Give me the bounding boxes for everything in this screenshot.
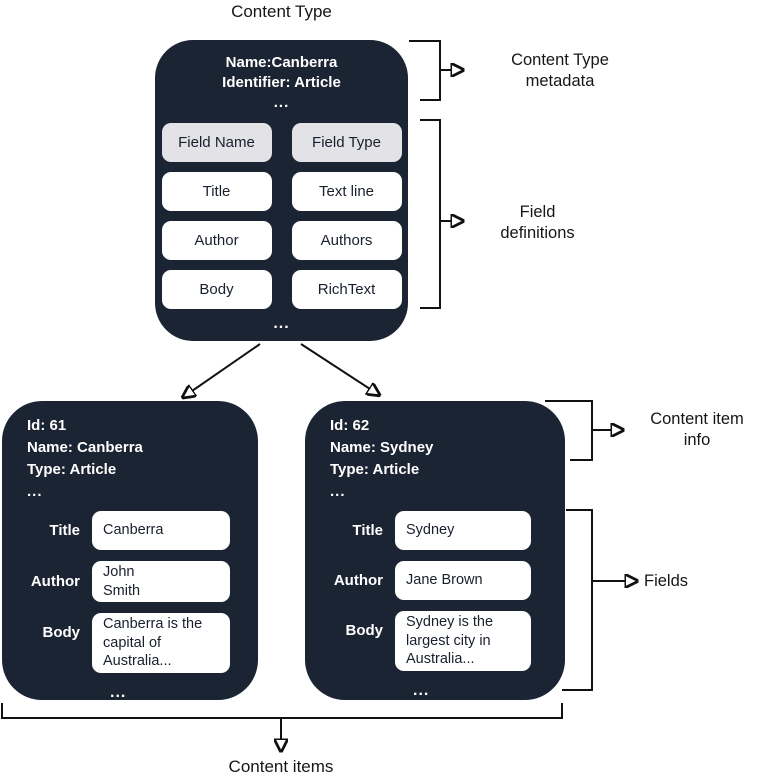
item-fields-ellipsis: ...: [110, 683, 127, 701]
field-row-title: Title Canberra: [2, 511, 258, 550]
field-name-header-pill: Field Name: [161, 123, 272, 162]
field-value-pill: Jane Brown: [395, 561, 531, 600]
field-value-pill: John Smith: [92, 561, 230, 603]
field-pill-body: Body: [161, 270, 272, 309]
item-info-ellipsis: ...: [27, 483, 43, 500]
meta-line-name: Name:Canberra: [225, 54, 338, 71]
content-type-ellipsis: ...: [273, 315, 290, 332]
field-label: Body: [345, 622, 384, 639]
field-pill-richtext: RichText: [291, 270, 402, 309]
item-info-1: Id: 61 Name: Canberra Type: Article ...: [2, 401, 258, 503]
field-label: Title: [352, 522, 383, 539]
annotation-content-item-info: Content item info: [612, 409, 773, 451]
field-row-title: Title Sydney: [305, 511, 565, 550]
meta-ellipsis: ...: [273, 94, 290, 111]
field-pill-title: Title: [161, 172, 272, 211]
field-label: Title: [49, 522, 80, 539]
field-pill-author: Author: [161, 221, 272, 260]
annotation-line: Content Type: [511, 51, 609, 69]
annotation-field-definitions: Field definitions: [455, 202, 620, 244]
field-row-author: Author John Smith: [2, 561, 258, 603]
field-row-body: Body Canberra is the capital of Australi…: [2, 613, 258, 673]
field-label: Body: [42, 624, 81, 642]
content-type-card: Name:Canberra Identifier: Article ... Fi…: [155, 40, 408, 341]
annotation-line: definitions: [500, 224, 575, 242]
content-item-card-1: Id: 61 Name: Canberra Type: Article ... …: [2, 401, 258, 702]
annotation-line: metadata: [525, 72, 595, 90]
meta-line-identifier: Identifier: Article: [222, 74, 341, 91]
metadata-bracket: [409, 40, 441, 101]
field-table: Field Name Field Type Title Text line Au…: [161, 123, 402, 309]
diagram-title: Content Type: [231, 2, 332, 21]
item-info-line-type: Type: Article: [27, 461, 117, 478]
annotation-fields: Fields: [644, 572, 689, 590]
content-item-card-2: Id: 62 Name: Sydney Type: Article ... Ti…: [305, 401, 565, 700]
item-info-2: Id: 62 Name: Sydney Type: Article ...: [305, 401, 565, 503]
arrow-to-item-1: [192, 343, 261, 391]
content-type-metadata: Name:Canberra Identifier: Article ...: [155, 40, 408, 113]
field-value-pill: Canberra: [92, 511, 230, 550]
field-value-pill: Sydney: [395, 511, 531, 550]
field-value-pill: Sydney is the largest city in Australia.…: [395, 611, 531, 671]
item-info-line-name: Name: Sydney: [330, 439, 434, 456]
arrow-to-item-2: [300, 343, 370, 389]
item-info-line-id: Id: 61: [27, 417, 67, 434]
field-pill-authors: Authors: [291, 221, 402, 260]
item-fields-1: Title Canberra Author John Smith Body Ca…: [2, 511, 258, 702]
field-definitions-bracket: [420, 119, 441, 309]
field-pill-textline: Text line: [291, 172, 402, 211]
item-info-line-id: Id: 62: [330, 417, 370, 434]
field-type-header-pill: Field Type: [291, 123, 402, 162]
fields-bracket: [562, 509, 593, 691]
item-info-line-name: Name: Canberra: [27, 439, 143, 456]
annotation-line: info: [683, 431, 711, 449]
field-row-body: Body Sydney is the largest city in Austr…: [305, 611, 565, 671]
item-fields-ellipsis: ...: [413, 681, 430, 699]
annotation-content-items: Content items: [228, 757, 334, 776]
annotation-line: Field: [519, 203, 556, 221]
field-label: Author: [333, 572, 383, 589]
content-items-bracket: [1, 703, 563, 719]
field-label: Author: [30, 573, 80, 591]
item-info-ellipsis: ...: [330, 483, 346, 500]
item-fields-2: Title Sydney Author Jane Brown Body Sydn…: [305, 511, 565, 700]
item-info-line-type: Type: Article: [330, 461, 420, 478]
field-value-pill: Canberra is the capital of Australia...: [92, 613, 230, 673]
annotation-line: Content item: [650, 410, 744, 428]
field-row-author: Author Jane Brown: [305, 561, 565, 600]
annotation-content-type-metadata: Content Type metadata: [470, 50, 650, 92]
